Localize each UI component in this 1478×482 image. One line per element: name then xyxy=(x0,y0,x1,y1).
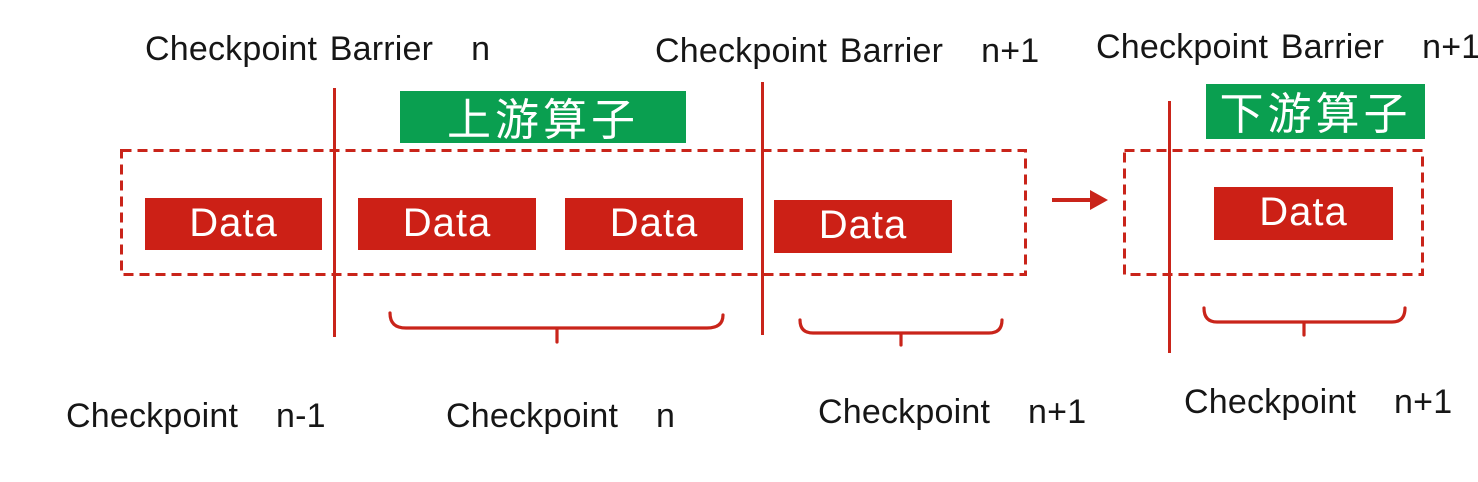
checkpoint-label-n-1: Checkpoint n-1 xyxy=(66,397,326,435)
flow-arrow-icon xyxy=(1052,190,1108,210)
downstream-operator-label: 下游算子 xyxy=(1219,90,1412,139)
barrier-line-n xyxy=(333,88,336,337)
upstream-operator-label: 上游算子 xyxy=(447,95,639,145)
upstream-operator-box: 上游算子 xyxy=(400,91,686,145)
upstream-stream-region xyxy=(120,149,1027,276)
barrier-line-n1-left xyxy=(761,82,764,335)
checkpoint-label-n1-left: Checkpoint n+1 xyxy=(818,393,1087,431)
checkpoint-n1-left-brace xyxy=(798,318,1004,347)
barrier-line-n1-right xyxy=(1168,101,1171,353)
barrier-label-n1-left: Checkpoint Barrier n+1 xyxy=(655,32,1040,70)
data-block-2: Data xyxy=(358,198,536,250)
data-block-3: Data xyxy=(565,198,743,250)
data-block-4: Data xyxy=(774,200,952,253)
checkpoint-label-n: Checkpoint n xyxy=(446,397,676,435)
downstream-stream-region xyxy=(1123,149,1424,276)
data-block-5: Data xyxy=(1214,187,1393,240)
checkpoint-n1-right-brace xyxy=(1202,306,1407,337)
data-block-1: Data xyxy=(145,198,322,250)
checkpoint-n-brace xyxy=(388,311,725,344)
downstream-operator-box: 下游算子 xyxy=(1206,84,1425,139)
barrier-label-n: Checkpoint Barrier n xyxy=(145,30,491,68)
checkpoint-label-n1-right: Checkpoint n+1 xyxy=(1184,383,1453,421)
barrier-label-n1-right: Checkpoint Barrier n+1 xyxy=(1096,28,1478,66)
